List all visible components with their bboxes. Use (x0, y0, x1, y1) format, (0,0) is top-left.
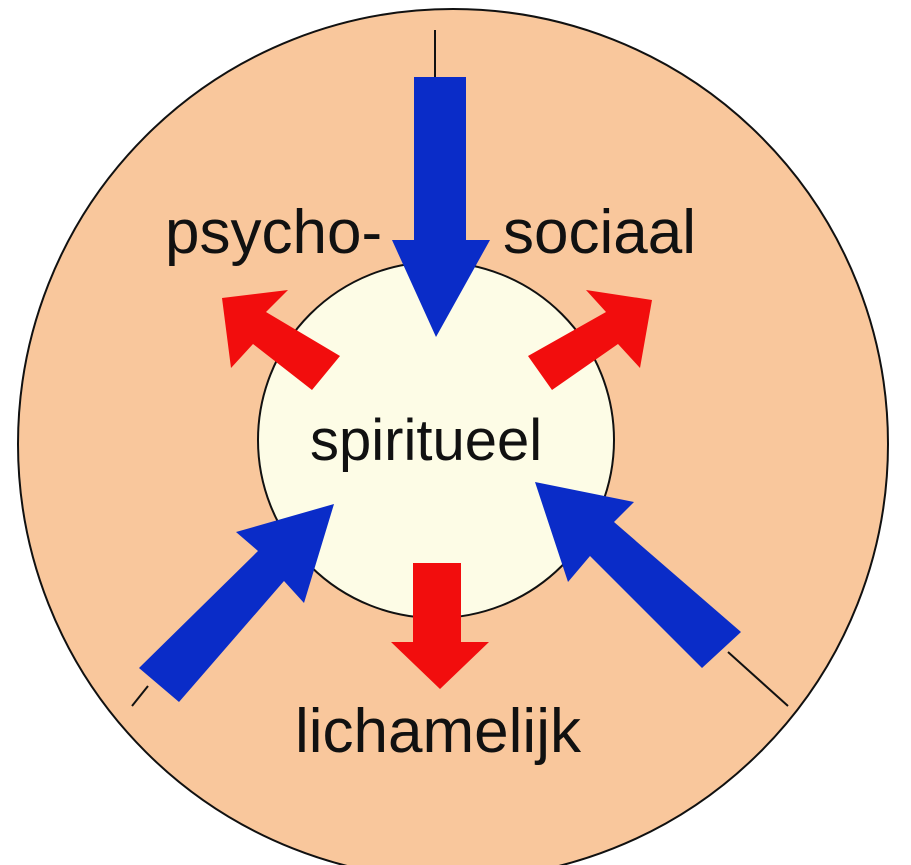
red-arrow-upper-right (528, 290, 652, 390)
divider-line-left (131, 685, 149, 707)
blue-arrow-top (392, 77, 490, 337)
label-lichamelijk: lichamelijk (295, 697, 582, 766)
label-spiritueel: spiritueel (310, 408, 542, 473)
blue-arrow-lower-left (139, 504, 334, 702)
label-sociaal: sociaal (503, 198, 696, 267)
label-psycho: psycho- (165, 198, 382, 267)
red-arrow-upper-left (222, 290, 340, 390)
divider-line-right (727, 651, 789, 707)
red-arrow-bottom (391, 563, 489, 689)
blue-arrow-lower-right (535, 482, 741, 668)
